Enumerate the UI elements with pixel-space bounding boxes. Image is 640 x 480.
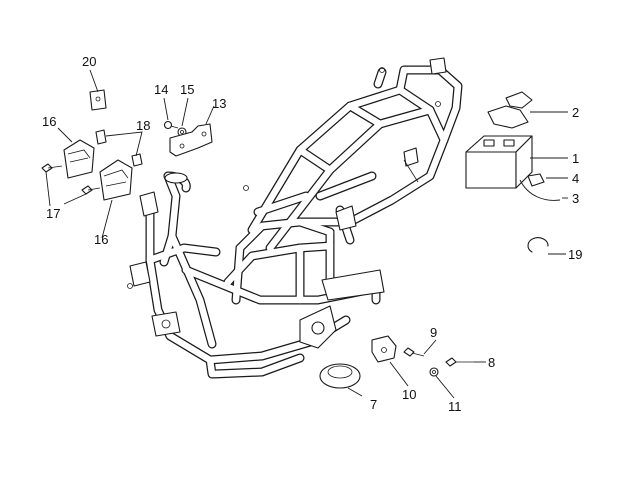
- callout-3: 3: [572, 191, 579, 206]
- part-9-bolt[interactable]: [403, 347, 425, 357]
- part-18-clips[interactable]: [95, 129, 143, 167]
- callout-8: 8: [488, 355, 495, 370]
- part-17-screws[interactable]: [41, 163, 101, 195]
- part-1-battery[interactable]: [465, 135, 533, 189]
- callout-9: 9: [430, 325, 437, 340]
- part-16-lower-cover[interactable]: [99, 159, 133, 201]
- callout-19: 19: [568, 247, 582, 262]
- callout-16-lower: 16: [94, 232, 108, 247]
- callout-11: 11: [448, 399, 462, 414]
- callout-7: 7: [370, 397, 377, 412]
- part-7-horn[interactable]: [319, 363, 361, 389]
- part-14-screw[interactable]: [163, 120, 179, 130]
- part-8-bolt[interactable]: [445, 357, 474, 367]
- callout-10: 10: [402, 387, 416, 402]
- part-2-battery-strap[interactable]: [487, 91, 533, 129]
- leader-lines: [45, 69, 568, 399]
- callout-17: 17: [46, 206, 60, 221]
- part-20-rubber-block[interactable]: [89, 89, 107, 111]
- callout-18: 18: [136, 118, 150, 133]
- callout-4: 4: [572, 171, 579, 186]
- scooter-frame[interactable]: [127, 57, 463, 379]
- callout-2: 2: [572, 105, 579, 120]
- callout-15: 15: [180, 82, 194, 97]
- callout-14: 14: [154, 82, 168, 97]
- part-3-vent-tube[interactable]: [519, 179, 561, 201]
- part-13-bracket[interactable]: [169, 123, 213, 157]
- callout-13: 13: [212, 96, 226, 111]
- part-4-terminal-clamp[interactable]: [527, 173, 545, 187]
- part-16-upper-cover[interactable]: [63, 139, 95, 179]
- part-11-washer[interactable]: [429, 367, 439, 377]
- callout-numbers: 20 14 15 13 16 18 17 16 2 1 4 3 19 9 8 7…: [42, 54, 582, 414]
- part-19-clip-ring[interactable]: [527, 237, 549, 253]
- callout-20: 20: [82, 54, 96, 69]
- callout-1: 1: [572, 151, 579, 166]
- part-10-horn-bracket[interactable]: [371, 335, 397, 363]
- callout-16-upper: 16: [42, 114, 56, 129]
